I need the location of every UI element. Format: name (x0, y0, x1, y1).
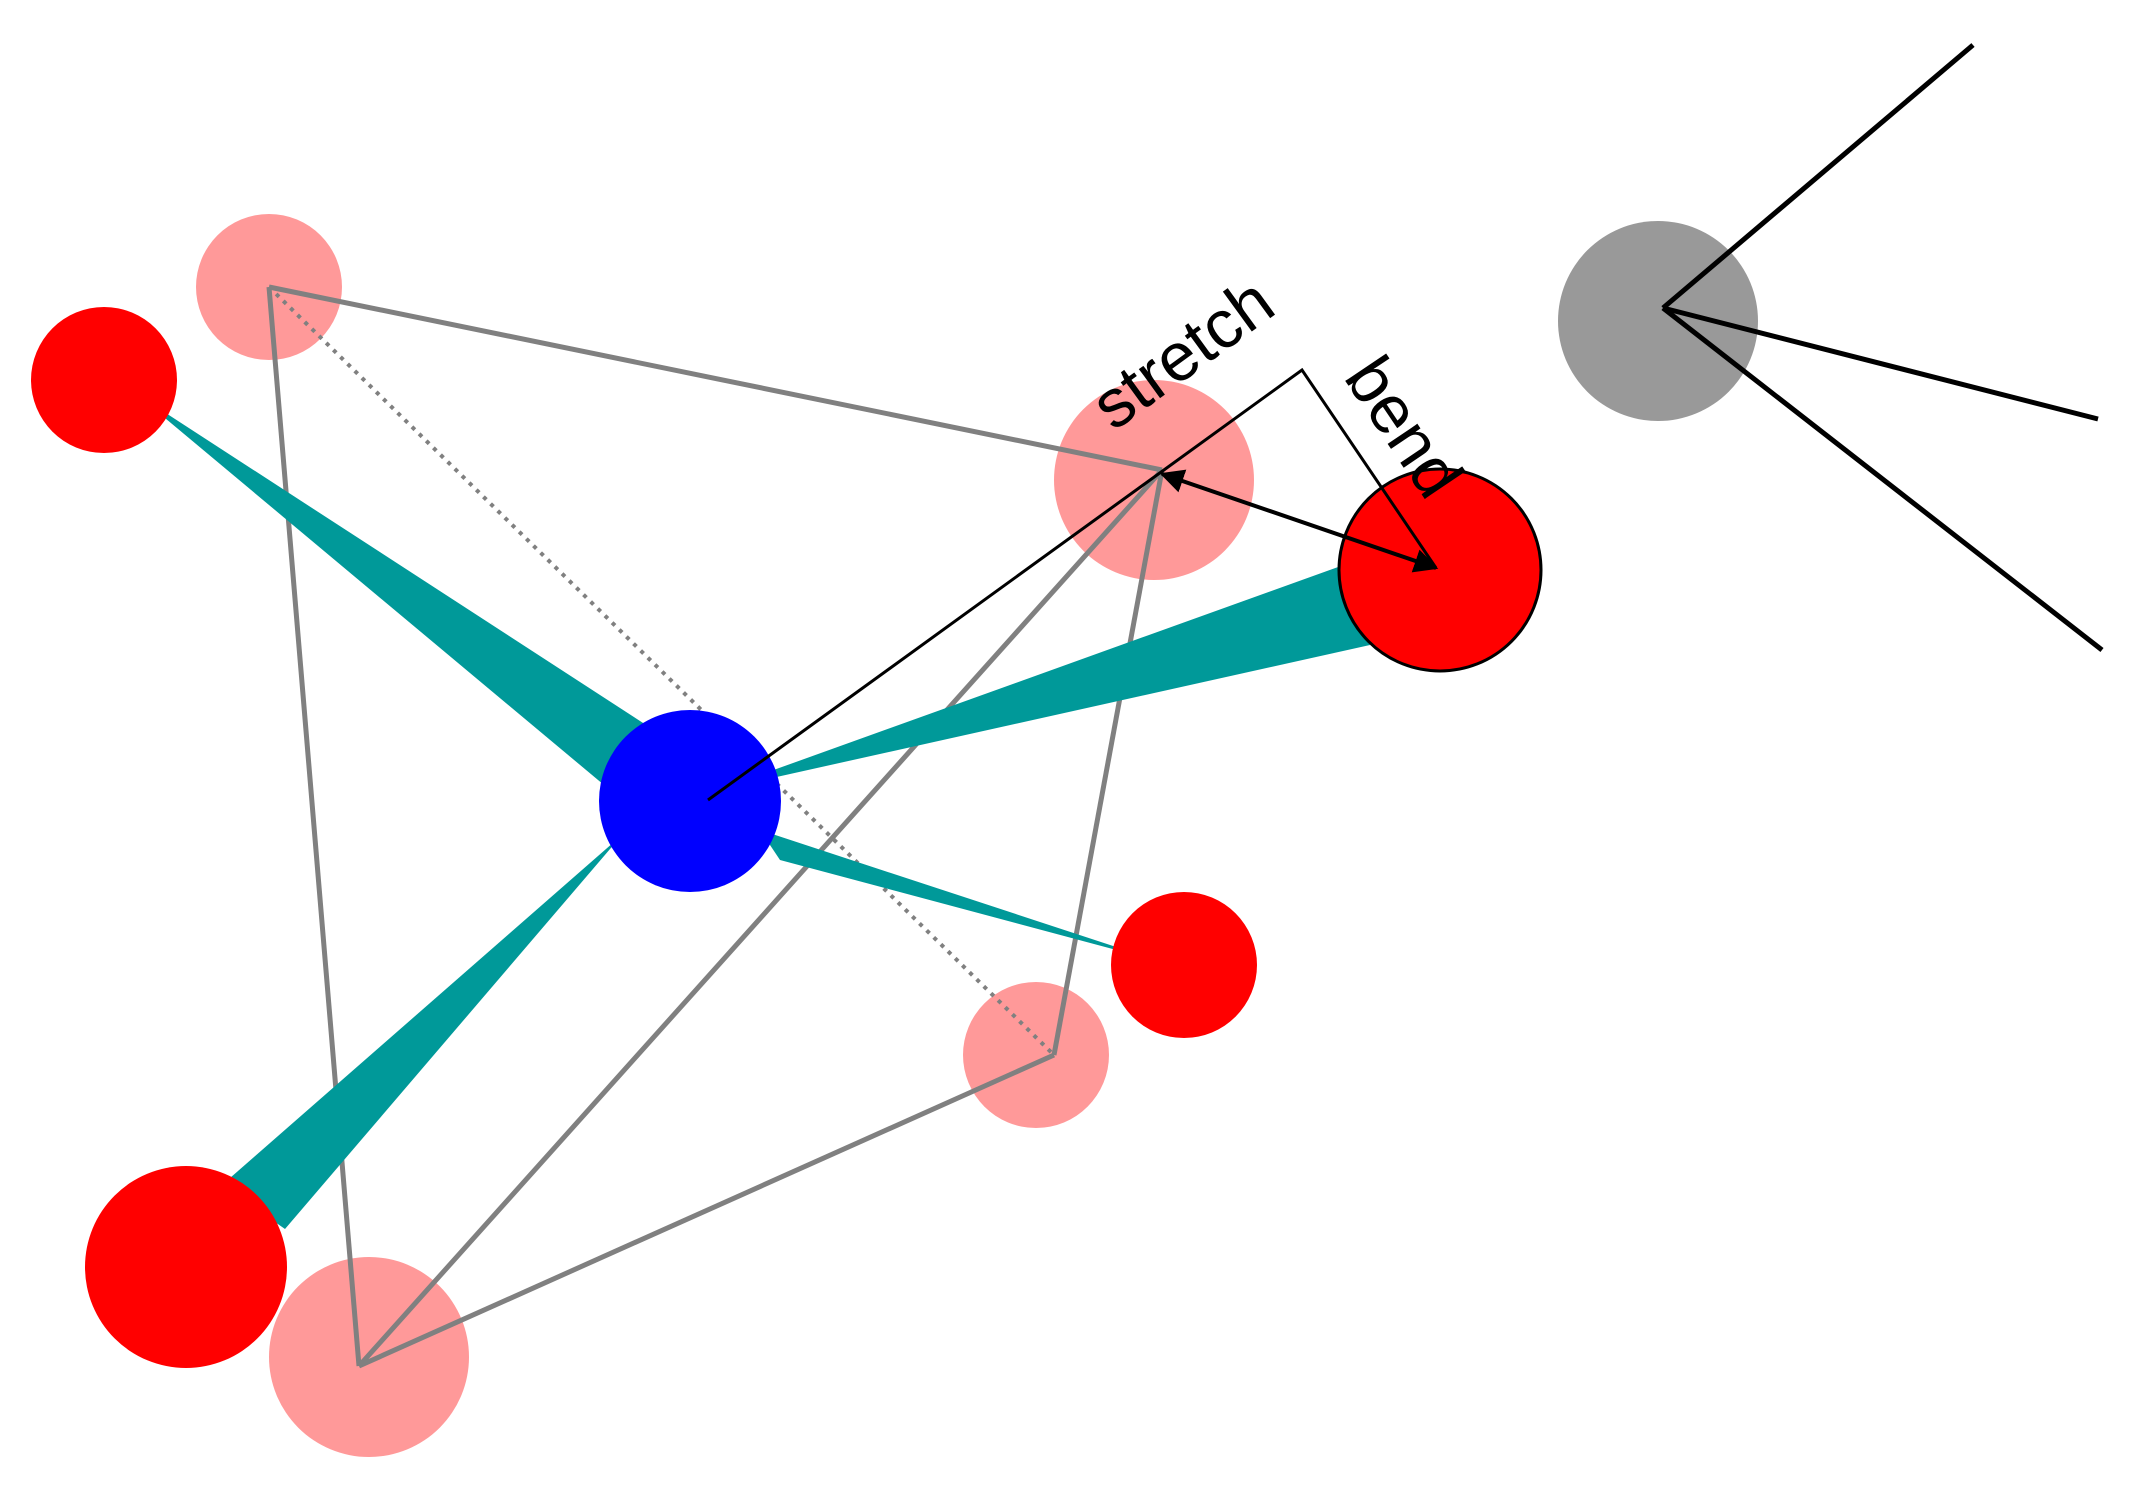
ligand-atom-lower-right (1111, 892, 1257, 1038)
polyhedron-edges (266, 284, 1165, 1369)
reference-bond-up (1661, 43, 1975, 310)
edge-top (268, 284, 1163, 473)
edge-left (266, 286, 362, 1367)
displacement-arrow (1159, 469, 1439, 573)
bond-wedge-upper-left (135, 393, 660, 790)
reference-bonds (1661, 43, 2104, 652)
bond-wedge-right (718, 562, 1370, 790)
reference-bond-right (1662, 305, 2099, 422)
central-atom (599, 710, 781, 892)
front-ligand-atoms (31, 307, 1543, 1368)
bond-wedge-lower-right (760, 830, 1165, 963)
edge-diagonal (357, 468, 1164, 1368)
ligand-atom-upper-right (1337, 467, 1543, 673)
edge-bottom (357, 1052, 1056, 1369)
displacement-vectors (707, 367, 1439, 802)
bond-wedge-lower-left (222, 835, 622, 1229)
reference-atom-group (1558, 43, 2104, 652)
reference-bond-down (1661, 306, 2104, 652)
edge-hidden (267, 285, 1056, 1057)
edge-right (1051, 469, 1165, 1056)
bond-wedges (135, 393, 1370, 1229)
ligand-atom-upper-left (31, 307, 177, 453)
ligand-atom-lower-left (85, 1166, 287, 1368)
ghost-atom-lower-right (963, 982, 1109, 1128)
